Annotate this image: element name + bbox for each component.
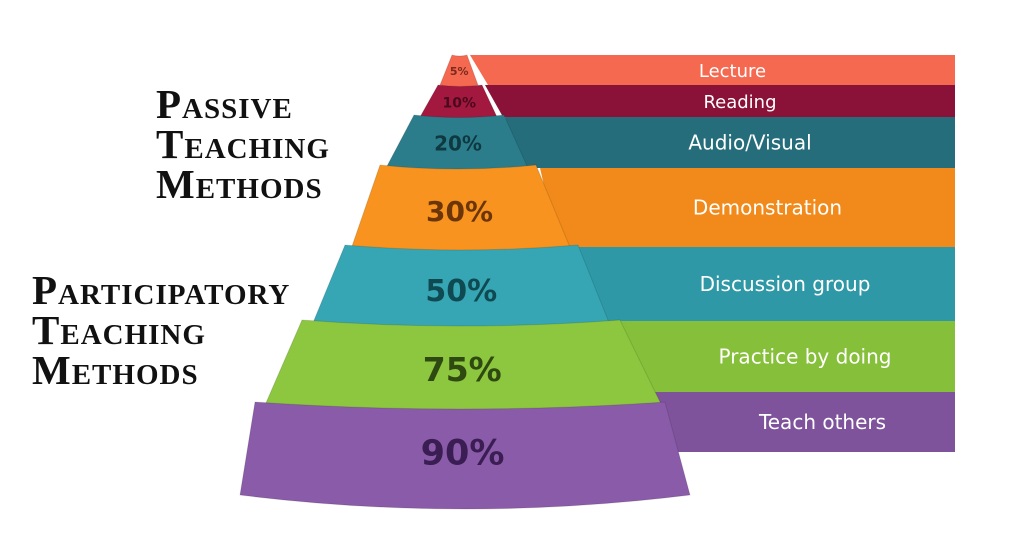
percent-label: 75%: [423, 350, 502, 389]
method-label: Reading: [703, 92, 776, 113]
passive-line-3: Methods: [156, 161, 323, 208]
method-labels: LectureReadingAudio/VisualDemonstrationD…: [688, 61, 891, 434]
method-band: [615, 321, 955, 392]
method-band: [485, 85, 955, 117]
percent-label: 5%: [450, 65, 469, 78]
method-band: [540, 168, 955, 247]
percent-label: 90%: [421, 433, 505, 473]
method-band: [650, 392, 955, 452]
method-label: Practice by doing: [719, 345, 892, 369]
participatory-teaching-label: Participatory Teaching Methods: [32, 267, 291, 394]
method-label: Demonstration: [693, 196, 842, 220]
percent-labels: 5% 10% 20% 30% 50% 75% 90%: [421, 65, 505, 473]
participatory-line-3: Methods: [32, 347, 199, 394]
method-label: Lecture: [699, 61, 766, 82]
passive-line-2: Teaching: [156, 121, 330, 168]
pyramid-tiers: [239, 54, 691, 510]
pyramid-tier: [239, 401, 691, 510]
passive-teaching-label: Passive Teaching Methods: [156, 81, 330, 208]
participatory-line-2: Teaching: [32, 307, 206, 354]
method-label: Discussion group: [700, 272, 871, 296]
method-band: [505, 117, 955, 168]
percent-label: 20%: [434, 132, 482, 156]
percent-label: 50%: [425, 274, 497, 309]
method-bands: [470, 55, 955, 452]
method-band: [470, 55, 955, 85]
percent-label: 30%: [426, 195, 493, 228]
method-band: [575, 247, 955, 321]
method-label: Audio/Visual: [688, 131, 811, 155]
method-label: Teach others: [758, 410, 886, 434]
passive-line-1: Passive: [156, 81, 293, 127]
percent-label: 10%: [442, 95, 476, 111]
participatory-line-1: Participatory: [32, 267, 291, 313]
